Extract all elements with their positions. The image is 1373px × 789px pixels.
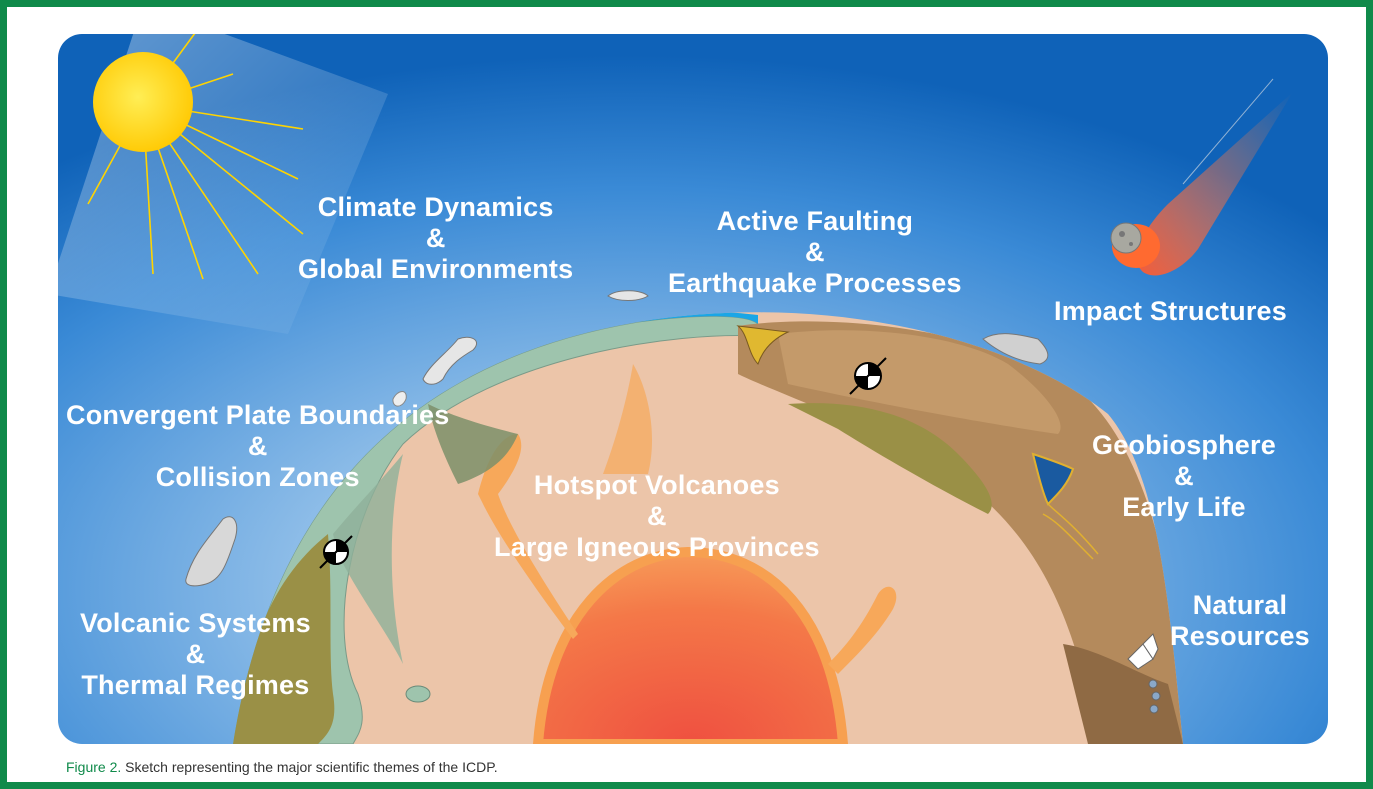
theme-climate: Climate Dynamics & Global Environments	[298, 192, 573, 285]
subducting-slab	[428, 404, 518, 484]
theme-convergent: Convergent Plate Boundaries & Collision …	[66, 400, 449, 493]
theme-resources: Natural Resources	[1170, 590, 1310, 652]
theme-faulting-subtitle: Earthquake Processes	[668, 268, 962, 298]
fault-symbol-icon	[319, 535, 353, 569]
theme-faulting-amp: &	[804, 237, 825, 267]
cloud-icon	[392, 391, 407, 407]
theme-hotspot-amp: &	[647, 501, 667, 531]
continental-crust	[738, 321, 1183, 744]
theme-geobiosphere: Geobiosphere & Early Life	[1092, 430, 1276, 523]
theme-faulting-title: Active Faulting	[716, 206, 914, 236]
theme-convergent-title: Convergent Plate Boundaries	[66, 400, 450, 430]
fault-symbol-icon	[849, 357, 887, 395]
theme-geobio-title: Geobiosphere	[1092, 430, 1276, 460]
theme-climate-subtitle: Global Environments	[298, 254, 574, 284]
cloud-icon	[422, 336, 478, 385]
cloud-icon	[185, 516, 238, 587]
resource-layer	[1063, 644, 1183, 744]
diagram-panel: Climate Dynamics & Global Environments A…	[58, 34, 1328, 744]
theme-hotspot: Hotspot Volcanoes & Large Igneous Provin…	[494, 470, 820, 563]
sun-icon	[58, 34, 388, 334]
cloud-icon	[982, 333, 1049, 365]
theme-convergent-subtitle: Collision Zones	[155, 462, 360, 492]
theme-hotspot-title: Hotspot Volcanoes	[533, 470, 780, 500]
theme-geobio-subtitle: Early Life	[1122, 492, 1246, 522]
meteor-icon	[1110, 78, 1293, 276]
theme-volcanic-subtitle: Thermal Regimes	[81, 670, 310, 700]
continental-upper	[778, 330, 1061, 434]
sedimentary-basin	[788, 403, 992, 514]
lake-deposit	[1031, 452, 1075, 506]
volcanic-arc	[233, 534, 335, 744]
figure-number: Figure 2.	[66, 759, 122, 775]
earth-diagram	[58, 34, 1328, 744]
theme-volcanic-title: Volcanic Systems	[80, 608, 311, 638]
earth-section	[233, 312, 1183, 744]
crystal-icon	[1127, 633, 1161, 714]
theme-impact: Impact Structures	[1054, 296, 1287, 327]
figure-caption: Figure 2. Sketch representing the major …	[66, 759, 498, 775]
theme-climate-title: Climate Dynamics	[317, 192, 554, 222]
dna-icon	[1042, 503, 1099, 560]
theme-faulting: Active Faulting & Earthquake Processes	[668, 206, 962, 299]
theme-impact-title: Impact Structures	[1054, 296, 1287, 326]
theme-volcanic: Volcanic Systems & Thermal Regimes	[80, 608, 311, 701]
cloud-icon	[607, 290, 649, 301]
theme-resources-title: Natural	[1192, 590, 1288, 620]
theme-volcanic-amp: &	[185, 639, 206, 669]
caption-text: Sketch representing the major scientific…	[121, 759, 498, 775]
fault-zone	[736, 325, 790, 365]
theme-convergent-amp: &	[247, 431, 268, 461]
theme-hotspot-subtitle: Large Igneous Provinces	[494, 532, 820, 562]
theme-geobio-amp: &	[1174, 461, 1194, 491]
mantle-plumes	[478, 364, 897, 674]
theme-climate-amp: &	[425, 223, 446, 253]
theme-resources-subtitle: Resources	[1170, 621, 1310, 651]
outer-core	[532, 546, 849, 744]
